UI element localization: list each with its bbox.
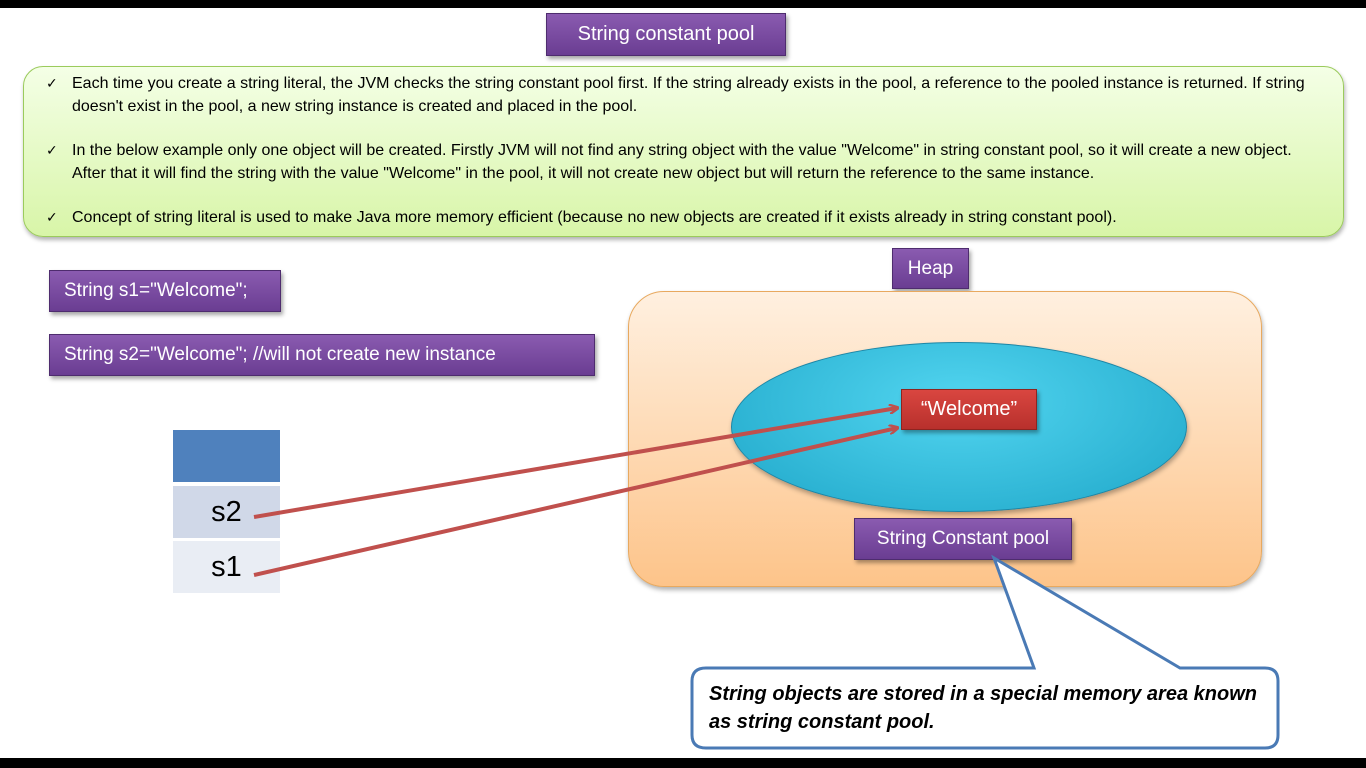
bottom-border: [0, 758, 1366, 768]
s1-reference-arrow: [253, 428, 897, 577]
stack-cell-s2: s2: [173, 486, 280, 538]
s2-reference-arrow: [253, 408, 897, 519]
checkmark-icon: ✓: [46, 76, 58, 92]
bullet-text: Concept of string literal is used to mak…: [72, 209, 1117, 226]
code-line-s2: String s2="Welcome"; //will not create n…: [49, 334, 595, 376]
checkmark-icon: ✓: [46, 210, 58, 226]
bullet-text: In the below example only one object wil…: [72, 142, 1292, 182]
top-border: [0, 0, 1366, 8]
slide-title: String constant pool: [546, 13, 786, 56]
code-line-s1: String s1="Welcome";: [49, 270, 281, 312]
bullet-text: Each time you create a string literal, t…: [72, 75, 1305, 115]
info-panel: ✓ Each time you create a string literal,…: [23, 66, 1344, 237]
stack-top-cell: [173, 430, 280, 482]
checkmark-icon: ✓: [46, 143, 58, 159]
bullet-item: ✓ In the below example only one object w…: [46, 140, 1327, 185]
welcome-string-object: “Welcome”: [901, 389, 1037, 430]
heap-label: Heap: [892, 248, 969, 289]
bullet-item: ✓ Each time you create a string literal,…: [46, 73, 1327, 118]
string-constant-pool-label: String Constant pool: [854, 518, 1072, 560]
callout-bubble: [690, 554, 1280, 750]
callout-text: String objects are stored in a special m…: [709, 683, 1257, 733]
stack-cell-s1: s1: [173, 541, 280, 593]
bullet-item: ✓ Concept of string literal is used to m…: [46, 207, 1327, 230]
